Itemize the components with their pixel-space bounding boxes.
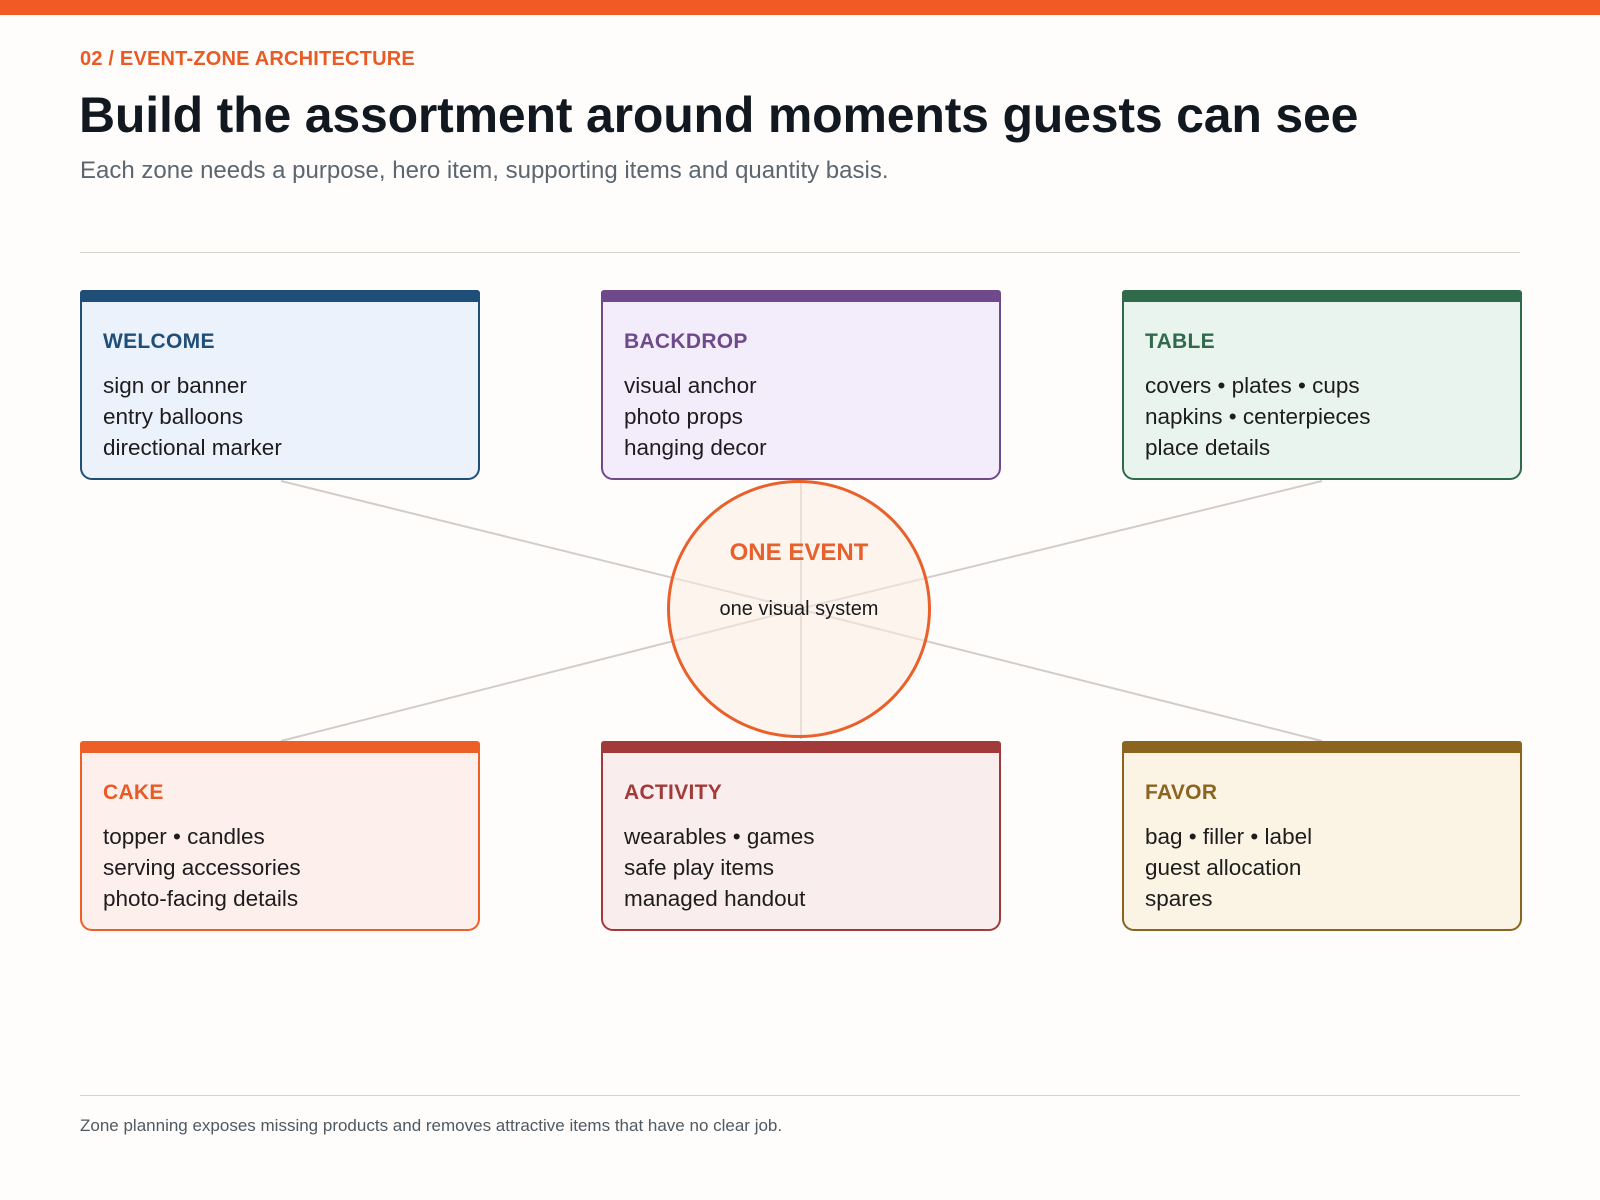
zone-item: photo props bbox=[624, 404, 743, 429]
zone-card-activity: ACTIVITY wearables • games safe play ite… bbox=[601, 741, 1001, 931]
zone-item: visual anchor bbox=[624, 373, 757, 398]
zone-item: managed handout bbox=[624, 886, 806, 911]
hub-title: ONE EVENT bbox=[729, 539, 869, 566]
section-eyebrow: 02 / EVENT-ZONE ARCHITECTURE bbox=[80, 48, 415, 70]
zone-item: sign or banner bbox=[103, 373, 247, 398]
zone-item: napkins • centerpieces bbox=[1145, 404, 1371, 429]
zone-title: ACTIVITY bbox=[624, 781, 723, 804]
zone-card-welcome: WELCOME sign or banner entry balloons di… bbox=[80, 290, 480, 480]
zone-item: bag • filler • label bbox=[1145, 824, 1313, 849]
zone-item: wearables • games bbox=[624, 824, 815, 849]
page-title: Build the assortment around moments gues… bbox=[79, 87, 1359, 143]
footer-note: Zone planning exposes missing products a… bbox=[80, 1116, 783, 1135]
header-divider bbox=[80, 252, 1520, 253]
zone-item: guest allocation bbox=[1145, 855, 1302, 880]
zone-item: directional marker bbox=[103, 435, 282, 460]
zone-title: WELCOME bbox=[103, 330, 215, 353]
zone-item: hanging decor bbox=[624, 435, 767, 460]
zone-card-cake: CAKE topper • candles serving accessorie… bbox=[80, 741, 480, 931]
accent-top-bar bbox=[0, 0, 1600, 15]
zone-item: covers • plates • cups bbox=[1145, 373, 1360, 398]
zone-card-backdrop: BACKDROP visual anchor photo props hangi… bbox=[601, 290, 1001, 480]
zone-item: topper • candles bbox=[103, 824, 265, 849]
zone-title: BACKDROP bbox=[624, 330, 748, 353]
zone-item: safe play items bbox=[624, 855, 775, 880]
zone-item: place details bbox=[1145, 435, 1271, 460]
zone-card-favor: FAVOR bag • filler • label guest allocat… bbox=[1122, 741, 1522, 931]
zone-card-table: TABLE covers • plates • cups napkins • c… bbox=[1122, 290, 1522, 480]
hub-circle: ONE EVENT one visual system bbox=[667, 480, 931, 738]
zone-title: CAKE bbox=[103, 781, 164, 804]
zone-item: spares bbox=[1145, 886, 1213, 911]
zone-title: TABLE bbox=[1145, 330, 1215, 353]
zone-item: entry balloons bbox=[103, 404, 244, 429]
footer-divider bbox=[80, 1095, 1520, 1096]
zone-item: serving accessories bbox=[103, 855, 301, 880]
zone-item: photo-facing details bbox=[103, 886, 299, 911]
page-subtitle: Each zone needs a purpose, hero item, su… bbox=[80, 157, 889, 184]
zone-title: FAVOR bbox=[1145, 781, 1218, 804]
hub-subtitle: one visual system bbox=[719, 598, 879, 620]
